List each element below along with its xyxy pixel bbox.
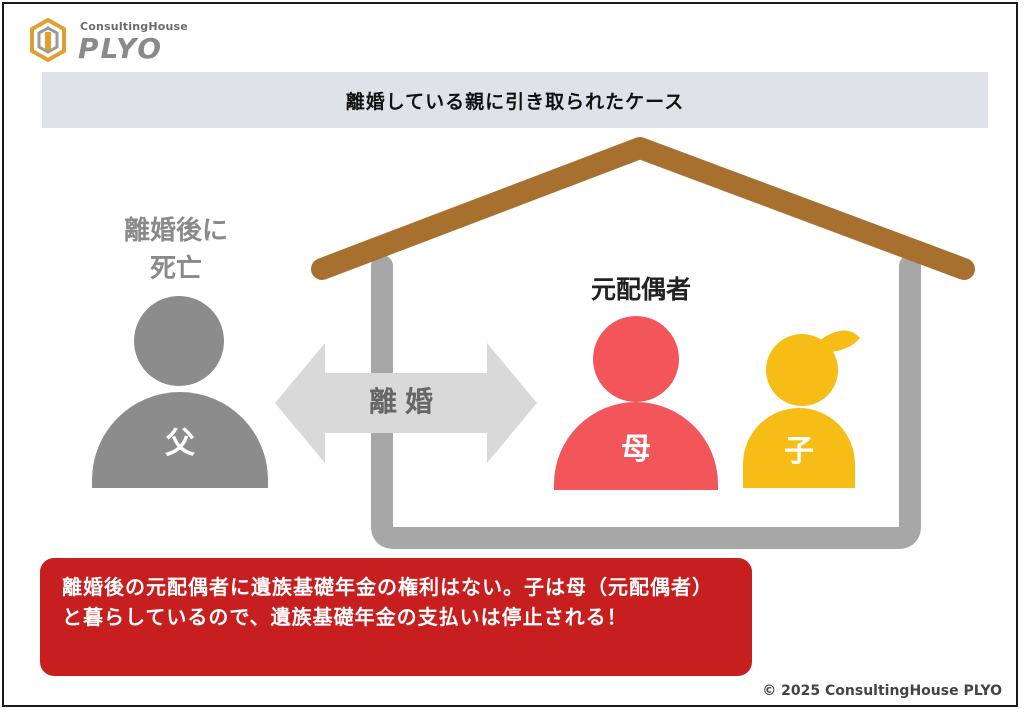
divorce-label: 離婚 bbox=[368, 385, 441, 418]
mother-figure: 母 bbox=[554, 402, 718, 490]
page-title: 離婚している親に引き取られたケース bbox=[345, 90, 685, 113]
logo-wordmark: PLYO bbox=[78, 32, 164, 65]
house-illustration bbox=[311, 137, 975, 549]
callout-box: 離婚後の元配偶者に遺族基礎年金の権利はない。子は母（元配偶者）と暮らしているので… bbox=[40, 558, 752, 676]
deceased-status-label: 離婚後に 死亡 bbox=[96, 212, 256, 288]
house-roof bbox=[311, 137, 975, 280]
copyright-notice: © 2025 ConsultingHouse PLYO bbox=[762, 683, 1002, 699]
logo-subtitle: ConsultingHouse bbox=[80, 20, 188, 33]
father-label: 父 bbox=[165, 426, 195, 461]
title-bar: 離婚している親に引き取られたケース bbox=[42, 72, 988, 128]
ex-spouse-label: 元配偶者 bbox=[590, 275, 691, 304]
child-head-icon bbox=[766, 330, 860, 406]
father-head-icon bbox=[134, 296, 224, 386]
mother-head-icon bbox=[593, 316, 679, 402]
deceased-status-line1: 離婚後に bbox=[123, 216, 228, 246]
child-label: 子 bbox=[784, 434, 814, 469]
house-wall bbox=[371, 255, 921, 549]
brand-logo: ConsultingHouse PLYO bbox=[28, 16, 208, 66]
hexagon-logo-icon bbox=[30, 18, 66, 63]
callout-text: 離婚後の元配偶者に遺族基礎年金の権利はない。子は母（元配偶者）と暮らしているので… bbox=[62, 575, 713, 629]
deceased-status-line2: 死亡 bbox=[149, 254, 202, 284]
mother-label: 母 bbox=[621, 432, 651, 467]
child-figure: 子 bbox=[743, 408, 855, 488]
double-arrow-icon bbox=[275, 343, 537, 463]
